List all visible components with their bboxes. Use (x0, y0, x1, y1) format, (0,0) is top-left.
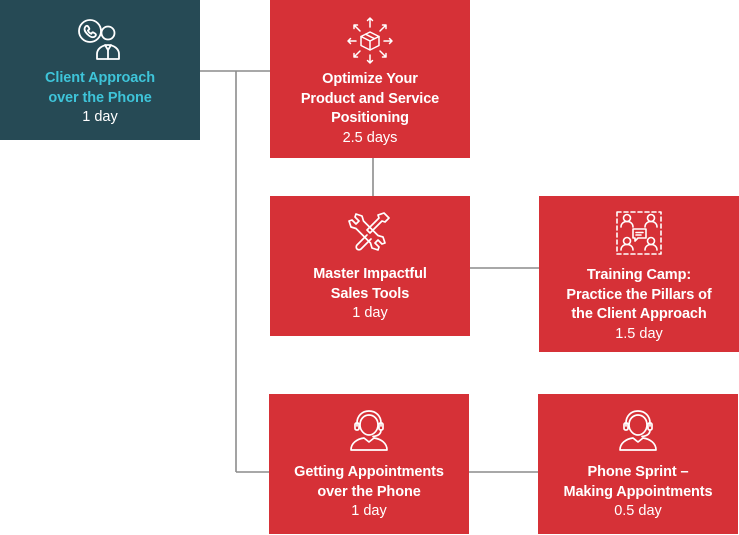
headset-agent-icon (619, 410, 657, 451)
module-training-camp: Training Camp: Practice the Pillars of t… (539, 196, 739, 352)
module-duration: 1 day (352, 305, 388, 321)
module-title-line: Product and Service (300, 90, 440, 107)
module-title-line: Making Appointments (563, 483, 713, 500)
module-duration: 0.5 day (614, 503, 662, 519)
module-getting-appointments: Getting Appointments over the Phone 1 da… (269, 394, 469, 534)
module-title-line: Sales Tools (330, 285, 410, 302)
module-client-approach: Client Approach over the Phone 1 day (0, 0, 200, 140)
headset-agent-icon (350, 410, 388, 451)
module-duration: 1 day (82, 109, 118, 125)
module-master-tools: Master Impactful Sales Tools 1 day (270, 196, 470, 336)
module-title-line: over the Phone (48, 89, 152, 106)
module-title-line: the Client Approach (571, 306, 707, 322)
module-optimize: Optimize Your Product and Service Positi… (270, 0, 470, 158)
module-duration: 1.5 day (615, 325, 663, 342)
team-chat-icon (616, 211, 662, 255)
module-title-line: Optimize Your (322, 71, 418, 87)
module-title-line: Practice the Pillars of (566, 286, 712, 303)
module-duration: 1 day (351, 503, 387, 519)
module-title-line: Training Camp: (586, 267, 692, 283)
module-duration: 2.5 days (342, 129, 398, 146)
box-expand-arrows-icon (347, 17, 393, 64)
module-title-line: Client Approach (45, 70, 155, 86)
phone-headset-user-icon (78, 19, 120, 60)
module-title-line: Getting Appointments (294, 464, 444, 480)
module-title-line: Positioning (331, 110, 409, 126)
wrench-screwdriver-icon (348, 212, 390, 251)
module-title-line: over the Phone (317, 483, 421, 500)
module-title-line: Master Impactful (313, 266, 427, 282)
module-phone-sprint: Phone Sprint – Making Appointments 0.5 d… (538, 394, 738, 534)
module-title-line: Phone Sprint – (587, 464, 689, 480)
